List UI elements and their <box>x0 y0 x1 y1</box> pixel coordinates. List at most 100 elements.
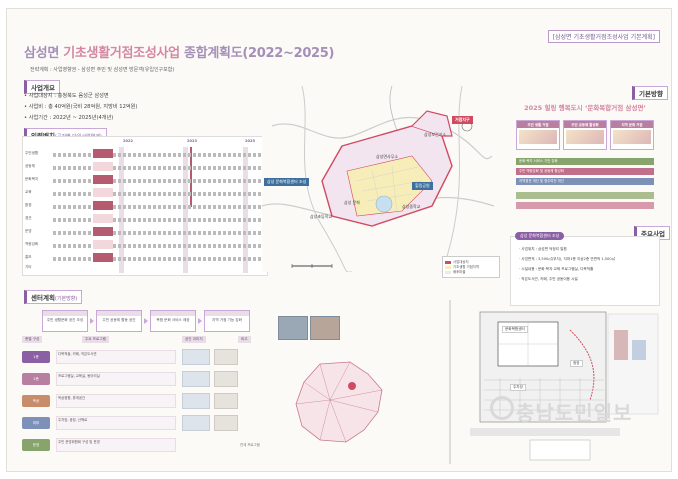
key-project-line: · 작은도서관, 카페, 주민 공동이용 시설 <box>519 277 578 281</box>
schedule-row-label: 운영 <box>25 229 32 233</box>
direction-vision: 2025 힐링 행복도시 ‘문화복합거점 삼성면’ <box>524 104 646 112</box>
document-tag: [삼성면 기초생활거점조성사업 기본계획] <box>547 30 660 43</box>
schedule-lane <box>53 244 263 248</box>
center-row: 옥상 옥상정원, 휴게공간 <box>22 392 268 410</box>
schedule-lane <box>53 257 263 261</box>
direction-card: 지역 문화 거점 <box>610 120 654 150</box>
arrow-icon <box>90 318 94 324</box>
site-photo <box>278 316 308 340</box>
schedule-col-1: 2022 <box>123 139 134 143</box>
map-label-district: 거점지구 <box>452 116 473 124</box>
schedule-row-label: 경관 <box>25 216 32 220</box>
strategy-bar <box>516 192 654 199</box>
schedule-cell <box>93 240 113 249</box>
arrow-icon <box>144 318 148 324</box>
schedule-cell <box>93 214 113 223</box>
schedule-cell <box>93 227 113 236</box>
schedule-row-label: 역량강화 <box>25 242 39 246</box>
center-table-head: 층별 구성 주요 프로그램 공간 이미지 비고 <box>22 336 268 344</box>
overview-cost: • 사업비 : 총 40억원(국비 28억원, 지방비 12억원) <box>24 104 138 110</box>
placement-schedule: 2022 2023 2025 주민생활 공동체 문화복지 교육 환경 경관 운영… <box>22 136 268 276</box>
schedule-cell <box>93 149 113 158</box>
site-map: 거점지구 삼성 문화복합센터 조성 힐링공원 삼성 문화 삼성면사무소 삼성초등… <box>262 86 494 272</box>
newspaper-logo <box>490 396 514 420</box>
map-label-park: 힐링공원 <box>412 182 433 190</box>
key-project-line: · 시설내용 : 문화·복지·교육 프로그램실, 다목적홀 <box>519 267 594 271</box>
center-subtitle: (기본방향) <box>54 296 78 302</box>
key-project-line: · 사업위치 : 삼성면 덕정리 일원 <box>519 247 567 251</box>
strategy-bar: 주민 역량강화 및 공동체 활성화 <box>516 168 654 175</box>
site-label: 광장 <box>570 360 583 367</box>
key-project-pill: 삼성 문화복합센터 조성 <box>515 232 565 240</box>
schedule-col-3: 2025 <box>245 139 256 143</box>
schedule-lane <box>53 205 263 209</box>
overview-box: • 사업대상지 : 충청북도 음성군 삼성면 • 사업비 : 총 40억원(국비… <box>24 92 224 128</box>
center-card: 주민 공동체 활동 공간 <box>96 310 142 332</box>
schedule-lane <box>53 231 263 235</box>
legend-item: 기초생활 거점지역 <box>445 264 497 269</box>
direction-panel: 2025 힐링 행복도시 ‘문화복합거점 삼성면’ 주민 생활 거점 주민 공동… <box>510 98 660 216</box>
overview-location: • 사업대상지 : 충청북도 음성군 삼성면 <box>24 93 109 99</box>
site-label: 문화복합센터 <box>502 326 528 333</box>
schedule-lane <box>53 153 263 157</box>
page-title: 삼성면 기초생활거점조성사업 종합계획도(2022~2025) <box>24 42 335 61</box>
title-part-3: 종합계획도(2022~2025) <box>179 46 335 61</box>
schedule-cell <box>93 201 113 210</box>
center-title: 센터계획 <box>31 294 55 302</box>
center-head-cell: 주요 프로그램 <box>82 336 109 343</box>
schedule-row-label: 기타 <box>25 265 32 269</box>
schedule-cell <box>93 188 113 197</box>
overview-period: • 사업기간 : 2022년 ~ 2025년(4개년) <box>24 115 114 121</box>
map-label-building: 삼성면사무소 <box>376 154 399 159</box>
site-photo <box>310 316 340 340</box>
schedule-row-label: 문화복지 <box>25 177 39 181</box>
schedule-pillar <box>243 147 248 273</box>
newspaper-watermark: 충남도민일보 <box>516 401 633 425</box>
schedule-lane <box>53 218 263 222</box>
schedule-row-label: 환경 <box>25 203 32 207</box>
schedule-row-label: 교육 <box>25 190 32 194</box>
direction-card: 주민 공동체 활성화 <box>563 120 607 150</box>
schedule-lane <box>53 179 263 183</box>
legend-item: 사업대상지 <box>445 259 497 264</box>
center-head-cell: 비고 <box>238 336 251 343</box>
schedule-lane <box>53 192 263 196</box>
site-label: 주차장 <box>510 384 526 391</box>
map-legend: 사업대상지 기초생활 거점지역 배후마을 <box>442 256 500 278</box>
center-head-cell: 층별 구성 <box>22 336 43 343</box>
center-card: 지역 거점 기능 강화 <box>204 310 250 332</box>
schedule-col-2: 2023 <box>187 139 198 143</box>
county-map <box>295 361 383 443</box>
key-project-box: 삼성 문화복합센터 조성 · 사업위치 : 삼성면 덕정리 일원 · 사업면적 … <box>510 232 660 306</box>
center-card: 복합 문화 서비스 제공 <box>150 310 196 332</box>
direction-card: 주민 생활 거점 <box>516 120 560 150</box>
center-card: 주민 생활문화 공간 조성 <box>42 310 88 332</box>
map-label-center: 삼성 문화복합센터 조성 <box>264 178 310 186</box>
center-head-cell: 공간 이미지 <box>182 336 206 343</box>
schedule-row-label: 주민생활 <box>25 151 39 155</box>
legend-item: 배후마을 <box>445 269 497 274</box>
map-label-building: 삼성초등학교 <box>310 214 333 219</box>
schedule-row-label: 홍보 <box>25 255 32 259</box>
title-part-2: 기초생활거점조성사업 <box>63 46 180 61</box>
map-label-building: 삼성 문화 <box>344 200 360 205</box>
schedule-pillar <box>119 147 124 273</box>
strategy-bar: 지역경관 개선 및 정주여건 개선 <box>516 178 654 185</box>
center-row: 2층 프로그램실, 교육실, 동아리실 <box>22 370 268 388</box>
schedule-red-line <box>190 147 192 207</box>
section-center-heading: 센터계획(기본방향) <box>24 290 83 304</box>
key-project-line: · 사업면적 : 3,500㎡(부지), 지하1층 지상2층 연면적 1,500… <box>519 257 616 261</box>
title-part-1: 삼성면 <box>24 46 64 61</box>
center-plan: 주민 생활문화 공간 조성 주민 공동체 활동 공간 복합 문화 서비스 제공 … <box>22 296 268 462</box>
center-row: 운영 주민 운영위원회 구성 및 운영 연계 프로그램 <box>22 436 268 454</box>
schedule-lane <box>53 166 263 170</box>
map-label-building: 삼성중학교 <box>402 204 421 209</box>
strategy-bar <box>516 202 654 209</box>
strategy-bar: 문화·복지 서비스 기반 강화 <box>516 158 654 165</box>
section-direction-heading: 기본방향 <box>632 86 668 100</box>
center-row: 외부 주차장, 광장, 산책로 <box>22 414 268 432</box>
schedule-row-label: 공동체 <box>25 164 35 168</box>
arrow-icon <box>198 318 202 324</box>
center-row: 1층 다목적홀, 카페, 작은도서관 <box>22 348 268 366</box>
schedule-cell <box>93 162 113 171</box>
